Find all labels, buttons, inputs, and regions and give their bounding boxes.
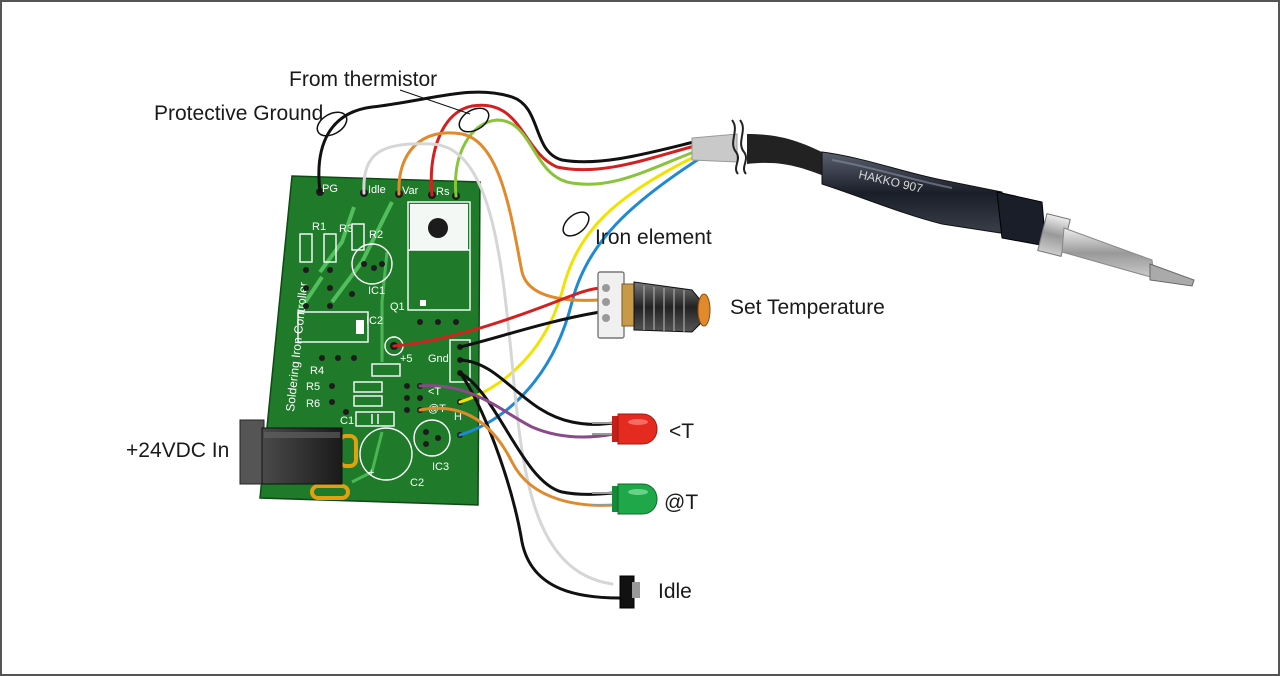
r3-label: R3 [339,223,353,235]
r2-label: R2 [369,229,383,241]
led-green [592,483,658,515]
terminal-pg-label: PG [322,183,338,195]
label-power-in: +24VDC In [126,439,229,462]
ic2-label: IC2 [366,315,383,327]
label-iron-element: Iron element [595,226,712,249]
pcb-board: Soldering Iron Controller PG Idle Var Rs… [259,175,481,506]
c2-label: C2 [410,477,424,489]
terminal-var-label: Var [402,185,419,197]
r4-label: R4 [310,365,324,377]
lt-label: <T [428,386,441,398]
label-protective-ground: Protective Ground [154,102,323,125]
h-label: H [454,411,462,423]
dc-power-jack [239,419,343,485]
q1-label: Q1 [390,301,405,313]
led-red [592,413,658,445]
label-led-lt: <T [669,420,694,443]
label-set-temperature: Set Temperature [730,296,885,319]
terminal-rs-label: Rs [436,186,450,198]
gnd-label: Gnd [428,353,449,365]
wires [317,90,704,600]
protective-ground-marker [316,111,348,137]
idle-switch [619,575,640,609]
iron-element-marker [562,211,590,237]
iron-cable [691,119,834,180]
r5-label: R5 [306,381,320,393]
label-from-thermistor: From thermistor [289,68,437,91]
label-idle: Idle [658,580,692,603]
ic1-label: IC1 [368,285,385,297]
r1-label: R1 [312,221,326,233]
plus5-label: +5 [400,353,413,365]
c1-label: C1 [340,415,354,427]
soldering-iron: HAKKO 907 [821,151,1195,287]
ic3-label: IC3 [432,461,449,473]
terminal-idle-label: Idle [368,184,386,196]
temperature-potentiometer [597,271,711,339]
r6-label: R6 [306,398,320,410]
label-led-at: @T [664,491,698,514]
c2-plus: + [368,467,374,479]
thermistor-marker [458,107,490,133]
